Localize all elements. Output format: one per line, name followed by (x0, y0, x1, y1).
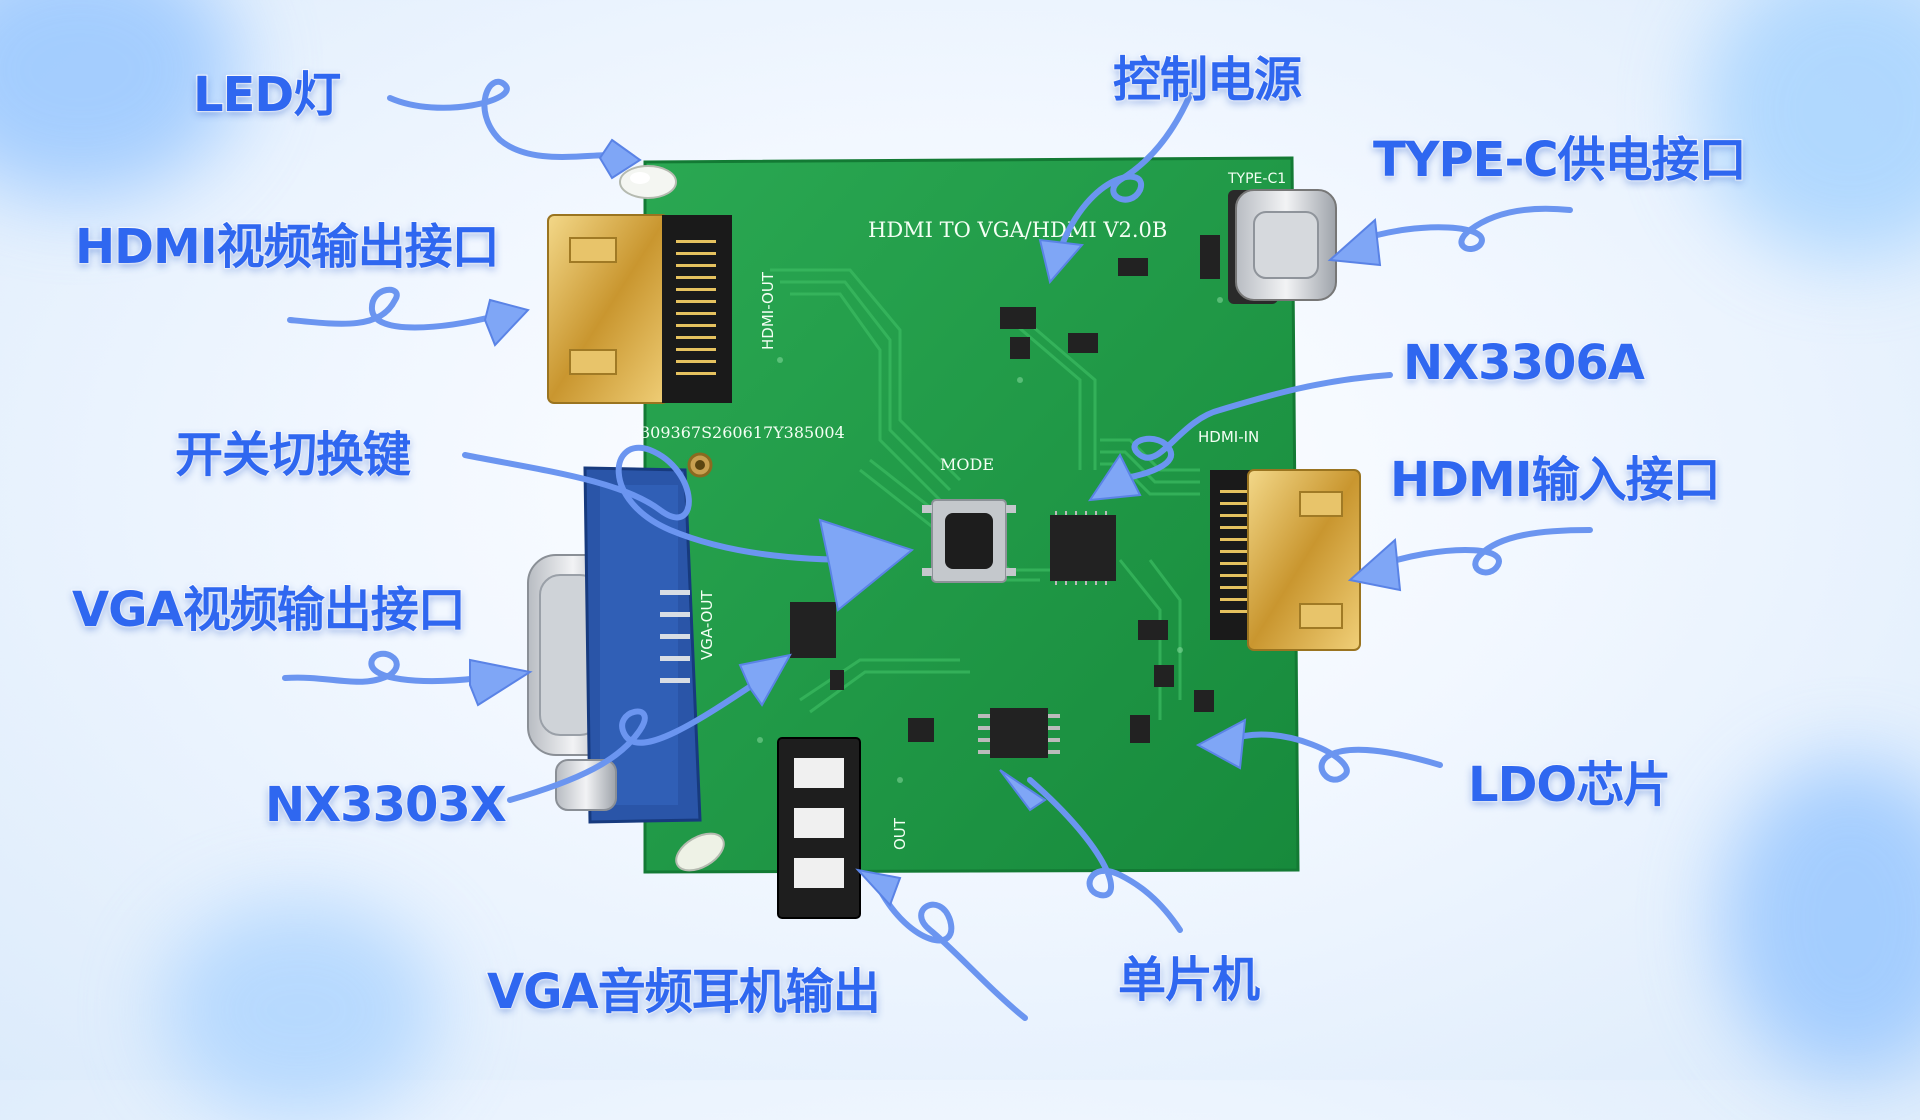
callout-ldo: LDO芯片 (1467, 756, 1672, 814)
arrowhead-led (598, 138, 642, 180)
arrowhead-mcu (999, 769, 1047, 812)
arrow-vga-audio (877, 887, 1028, 1021)
callout-vga-audio: VGA音频耳机输出 (486, 963, 882, 1021)
callout-switch-key: 开关切换键 (174, 426, 412, 484)
nx3306a-chip (1050, 511, 1116, 585)
arrowhead-typec (1327, 217, 1382, 267)
mcu-chip (978, 708, 1060, 758)
arrow-hdmi-out (287, 286, 503, 331)
callout-power-ctrl: 控制电源 (1112, 51, 1303, 109)
vga-out-silkscreen: VGA-OUT (698, 590, 716, 660)
led-top (619, 165, 677, 199)
nx3303x-chip (790, 602, 836, 658)
arrowhead-nx3303x (738, 653, 792, 707)
mode-silkscreen: MODE (940, 455, 994, 474)
arrow-nx3303x (507, 677, 763, 803)
audio-out-silkscreen: OUT (891, 817, 909, 850)
arrowhead-power-ctrl (1038, 238, 1084, 285)
arrow-hdmi-in (1377, 527, 1593, 576)
arrow-mcu (1027, 777, 1183, 933)
board-title-silkscreen: HDMI TO VGA/HDMI V2.0B (868, 218, 1167, 242)
arrow-nx3306a (1107, 372, 1393, 483)
callout-led: LED灯 (192, 66, 342, 124)
typec-connector (1228, 189, 1337, 304)
callout-mcu: 单片机 (1117, 951, 1261, 1009)
arrowhead-ldo (1195, 718, 1247, 770)
arrow-switch (462, 444, 863, 563)
arrowhead-hdmi-in (1347, 537, 1402, 592)
led-bottom (675, 832, 725, 872)
typec-silkscreen: TYPE-C1 (1227, 171, 1286, 187)
arrow-power-ctrl (1057, 92, 1193, 253)
board-serial-silkscreen: 309367S260617Y385004 (640, 423, 845, 442)
hdmi-in-connector (1210, 469, 1361, 651)
arrowhead-vga-audio (855, 868, 902, 907)
arrowhead-hdmi-out (483, 298, 530, 347)
hdmi-out-silkscreen: HDMI-OUT (759, 271, 777, 350)
mode-switch (922, 499, 1016, 583)
arrowhead-vga-out (469, 658, 533, 707)
hdmi-out-connector (547, 214, 732, 404)
callout-hdmi-in: HDMI输入接口 (1389, 451, 1722, 509)
vga-connector (527, 466, 702, 824)
arrow-typec (1357, 205, 1573, 252)
product-image: HDMI TO VGA/HDMI V2.0B 309367S260617Y385… (282, 78, 1593, 1021)
background-blob (1720, 760, 1920, 1080)
callout-nx3306a: NX3306A (1402, 334, 1646, 392)
callout-nx3303x: NX3303X (264, 776, 508, 834)
callout-vga-out: VGA视频输出接口 (71, 581, 467, 639)
hdmi-in-silkscreen: HDMI-IN (1198, 428, 1259, 446)
arrow-vga-out (282, 650, 483, 685)
arrowhead-switch (818, 518, 915, 612)
arrowhead-nx3306a (1087, 453, 1142, 502)
callout-typec: TYPE-C供电接口 (1372, 131, 1748, 189)
audio-jack (777, 737, 861, 919)
callout-hdmi-out: HDMI视频输出接口 (74, 218, 501, 276)
arrow-led (387, 78, 615, 160)
arrow-ldo (1227, 731, 1443, 783)
smd-components (830, 235, 1220, 743)
